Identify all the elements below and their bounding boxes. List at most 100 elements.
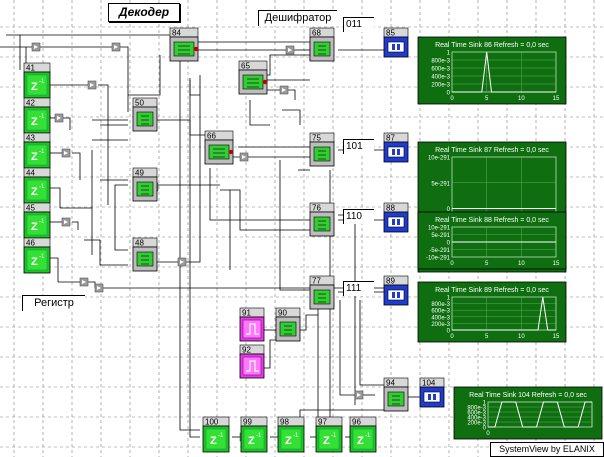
sink-plot-y-tick: 600e-3 [467, 411, 486, 417]
elanix-footer-text: SystemView by ELANIX [499, 444, 595, 454]
delay-face [26, 144, 48, 166]
sink-icon-bar [392, 44, 395, 50]
pulse-face [242, 356, 262, 376]
deshifrator-title: Дешифратор [258, 10, 337, 26]
elanix-footer: SystemView by ELANIX [490, 442, 604, 457]
wire [282, 109, 301, 125]
sink-plot-y-tick: 800e-3 [467, 406, 486, 412]
block-logic-94: 94 [383, 377, 409, 412]
block-delay-46: 46Z-1 [23, 237, 51, 274]
sink-plot-y-tick: 800e-3 [431, 59, 450, 65]
sink-plot-y-tick: 0 [483, 426, 487, 432]
buffer-arrow [114, 45, 118, 49]
block-source-65: 65 [238, 60, 268, 95]
buffer-arrow [82, 280, 86, 284]
decoder-title-text: Декодер [118, 5, 170, 19]
delay-glyph: Z [357, 435, 364, 447]
sink-plot-y-tick: 200e-3 [431, 322, 450, 328]
block-number: 44 [26, 169, 35, 178]
wire [63, 117, 71, 130]
block-logic-68: 68 [309, 27, 335, 62]
block-number: 91 [242, 309, 251, 318]
delay-exponent: -1 [293, 433, 299, 439]
sink-plot-y-tick: 10e-291 [428, 156, 451, 162]
block-number: 77 [312, 277, 321, 286]
wire [298, 314, 318, 331]
wire [98, 84, 109, 205]
sink-icon-bar [392, 292, 395, 298]
sink-plot-y-tick: 0 [447, 329, 451, 335]
block-sink-88: 88 [383, 202, 409, 233]
delay-exponent: -1 [39, 219, 45, 225]
sink-icon-bar [433, 394, 436, 400]
delay-face [26, 109, 48, 131]
wire [359, 300, 385, 386]
block-number: 45 [26, 204, 35, 213]
block-number: 87 [386, 134, 395, 143]
sink-plot-title: Real Time Sink 88 Refresh = 0,0 sec [435, 217, 549, 224]
delay-exponent: -1 [365, 433, 371, 439]
wire [186, 75, 201, 263]
block-number: 43 [26, 134, 35, 143]
code-label-110: 110 [343, 209, 374, 224]
block-delay-99: 99Z-1 [240, 416, 268, 453]
sink-plot-y-tick: 1 [447, 51, 451, 57]
logic-icon [313, 289, 331, 305]
source-dot [262, 79, 268, 85]
register-title-text: Регистр [34, 297, 74, 309]
wire [84, 239, 128, 266]
sink-plot-x-tick: 15 [553, 261, 560, 267]
sink-icon [387, 146, 405, 158]
block-number: 76 [312, 204, 321, 213]
delay-glyph: Z [323, 435, 330, 447]
block-number: 49 [135, 169, 144, 178]
delay-exponent: -1 [256, 433, 262, 439]
sink-icon [387, 41, 405, 53]
sink-plot-y-tick: -10e-291 [426, 256, 451, 262]
sink-icon-bar [397, 149, 400, 155]
block-delay-97: 97Z-1 [315, 416, 343, 453]
delay-glyph: Z [31, 81, 38, 93]
sink-icon-bar [397, 44, 400, 50]
block-number: 84 [172, 29, 181, 38]
sink-icon-bar [392, 219, 395, 225]
sink-plot-y-tick: 800e-3 [431, 302, 450, 308]
block-logic-76: 76 [309, 202, 335, 237]
sink-plot-y-tick: 400e-3 [431, 315, 450, 321]
delay-exponent: -1 [39, 79, 45, 85]
block-sink-104: 104 [419, 377, 445, 408]
buffer-arrow [34, 45, 38, 49]
block-number: 48 [135, 239, 144, 248]
delay-face [26, 249, 48, 271]
block-sink-87: 87 [383, 132, 409, 163]
block-number: 98 [280, 418, 289, 427]
sink-plot-y-tick: 600e-3 [431, 309, 450, 315]
decoder-title: Декодер [108, 3, 180, 22]
logic-icon [387, 391, 405, 407]
block-number: 68 [312, 29, 321, 38]
block-number: 104 [422, 379, 436, 388]
code-label-111-text: 111 [346, 283, 362, 294]
block-number: 97 [318, 418, 327, 427]
sink-plot-y-tick: 200e-3 [467, 421, 486, 427]
sink-plot-title: Real Time Sink 86 Refresh = 0,0 sec [435, 42, 549, 49]
deshifrator-title-text: Дешифратор [264, 12, 332, 24]
sink-plot-title: Real Time Sink 104 Refresh = 0,0 sec [469, 392, 587, 399]
wire [339, 300, 355, 396]
pulse-wave [246, 360, 259, 372]
delay-exponent: -1 [39, 254, 45, 260]
sink-plot-y-tick: 0 [447, 241, 451, 247]
source-dot [228, 149, 234, 155]
block-number: 65 [241, 62, 250, 71]
block-logic-50: 50 [132, 97, 158, 132]
delay-face [318, 428, 340, 450]
sink-plot-trace [452, 51, 556, 93]
wire [114, 184, 128, 208]
wire [120, 46, 129, 112]
wire [189, 78, 200, 96]
code-label-101: 101 [343, 139, 374, 154]
sink-icon-bar [397, 219, 400, 225]
sink-icon [387, 216, 405, 228]
wire [179, 60, 200, 431]
block-delay-45: 45Z-1 [23, 202, 51, 239]
